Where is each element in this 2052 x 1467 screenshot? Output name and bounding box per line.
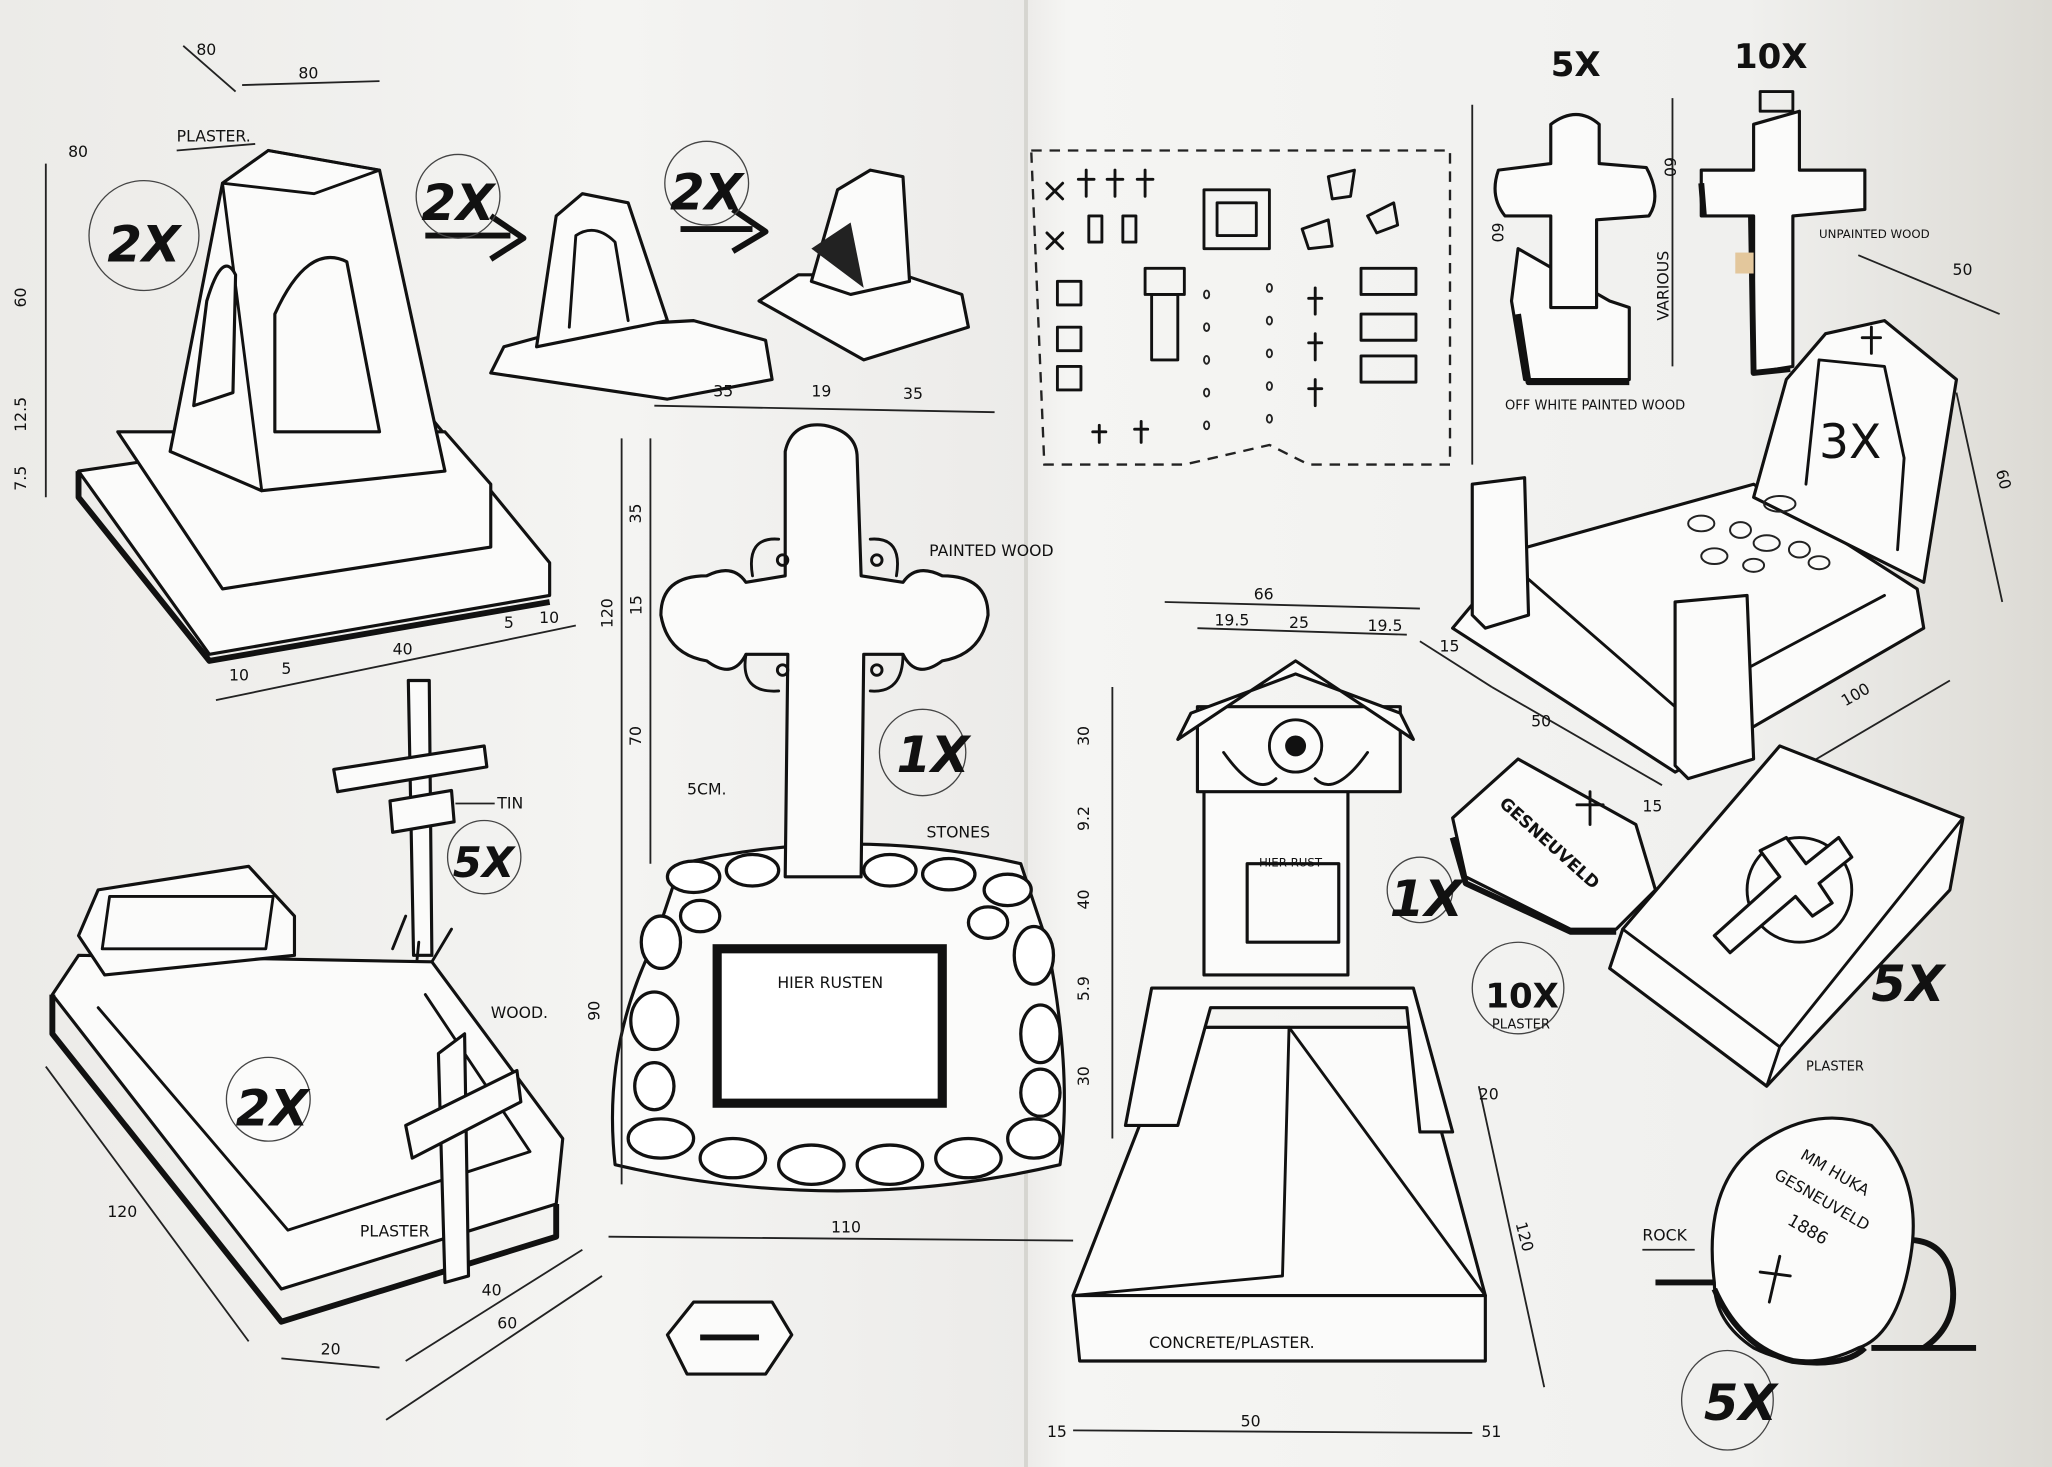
tin-label: TIN	[496, 794, 523, 813]
dim-unpainted-width: 50	[1953, 260, 1973, 279]
pillow-stone: GESNEUVELD 15 10X PLASTER	[1449, 757, 1662, 1035]
base-material: STONES	[927, 823, 991, 842]
painted-wood-cross: 5X VARIOUS 60 OFF WHITE PAINTED WOOD	[1493, 45, 1685, 414]
dim-bottom-2: 40	[393, 639, 413, 658]
dim-base-height: 90	[584, 1001, 603, 1021]
arrow-count-1: 2X	[421, 174, 497, 232]
dim-height: 60	[11, 288, 30, 308]
arrow-count-2: 2X	[670, 163, 746, 221]
obelisk-material: PLASTER.	[177, 126, 251, 145]
dim-ruin-0: 35	[713, 382, 733, 401]
house-count: 1X	[1390, 870, 1466, 928]
cross-count: 1X	[896, 726, 972, 784]
wood-label: WOOD.	[491, 1003, 548, 1022]
obelisk-monument: PLASTER. 2X 60 80 12.5 7.5 80 80 10 5 40…	[11, 40, 577, 702]
slab-material: PLASTER	[1806, 1059, 1864, 1074]
dim-house-h1: 9.2	[1074, 806, 1093, 831]
slab-count: 5X	[1871, 955, 1947, 1013]
obelisk-count: 2X	[107, 216, 183, 274]
dim-grave-cross: 40	[482, 1281, 502, 1300]
dim-house-length: 120	[1512, 1220, 1538, 1254]
dim-grave-width: 60	[497, 1313, 517, 1332]
dim-house-top: 66	[1254, 584, 1274, 603]
dim-step1: 12.5	[11, 397, 30, 432]
cross-thickness: 5CM.	[687, 779, 726, 798]
dim-ruin-1: 19	[811, 382, 831, 401]
dim-ruin-2: 35	[903, 384, 923, 403]
dim-cross-lower: 70	[626, 726, 645, 746]
dim-house-top-1: 25	[1289, 613, 1309, 632]
painted-cross-count: 5X	[1551, 45, 1601, 85]
grave-count: 2X	[236, 1079, 312, 1137]
stone-cross-monument: HIER RUSTEN PAINTED WOOD 1X STONES 5CM. …	[584, 423, 1074, 1376]
unpainted-wood-cross: 10X UNPAINTED WOOD 50	[1698, 37, 2000, 376]
dim-cross-top: 35	[626, 503, 645, 523]
house-plaque: HIER RUST	[1259, 855, 1323, 869]
tin-count: 5X	[453, 838, 516, 887]
unpainted-material: UNPAINTED WOOD	[1819, 227, 1930, 241]
dim-grave-base: 20	[321, 1339, 341, 1358]
cross-material: PAINTED WOOD	[929, 541, 1053, 560]
dim-house-b1: 50	[1241, 1411, 1261, 1430]
dim-bottom-4: 10	[539, 608, 559, 627]
pillow-count: 10X	[1485, 977, 1559, 1017]
various-label: VARIOUS	[1654, 251, 1673, 321]
dim-headstone-length: 100	[1838, 679, 1873, 710]
house-pillar-grave: HIER RUST 66 19.5 25 19.5 30 9.2 40 5.9 …	[1047, 584, 1546, 1441]
dim-house-h3: 5.9	[1074, 976, 1093, 1001]
dim-top-height: 80	[68, 142, 88, 161]
cemetery-layout-plan: 60	[1030, 104, 1507, 466]
dim-plan-height: 60	[1488, 222, 1507, 242]
dim-top-b: 80	[298, 64, 318, 83]
dim-top-a: 80	[196, 40, 216, 59]
rock-label: ROCK	[1642, 1226, 1687, 1245]
rock-count: 5X	[1704, 1374, 1780, 1432]
dim-house-b2: 51	[1481, 1422, 1501, 1441]
plaster-grave: WOOD. 2X PLASTER 120 40 60 20	[45, 864, 603, 1421]
dim-bottom-3: 5	[504, 613, 514, 632]
dim-pillow-side: 15	[1642, 796, 1662, 815]
dim-headstone-height: 60	[1992, 467, 2016, 491]
dim-house-h0: 30	[1074, 726, 1093, 746]
plaque-text: HIER RUSTEN	[777, 973, 883, 992]
pillow-material: PLASTER	[1492, 1018, 1550, 1033]
house-material: CONCRETE/PLASTER.	[1149, 1333, 1315, 1352]
dim-cross-total: 120	[597, 598, 616, 628]
dim-bottom-0: 10	[229, 665, 249, 684]
dim-headstone-width: 50	[1531, 711, 1551, 730]
flat-plaster-slab: 5X PLASTER	[1608, 744, 1965, 1088]
dim-painted-height: 60	[1661, 157, 1680, 177]
dim-base-width: 110	[831, 1218, 861, 1237]
dim-headstone-post: 15	[1440, 637, 1460, 656]
dim-house-b0: 15	[1047, 1422, 1067, 1441]
dim-house-h4: 30	[1074, 1066, 1093, 1086]
rock-marker: ROCK MM HUKA GESNEUVELD 1886 5X	[1642, 1116, 1977, 1451]
dim-step2: 7.5	[11, 466, 30, 491]
headstone-count: 3X	[1819, 415, 1881, 470]
weathering-sequence: 2X 2X 35 19 35	[415, 140, 995, 414]
dim-house-h2: 40	[1074, 890, 1093, 910]
unpainted-cross-count: 10X	[1734, 37, 1808, 77]
headstone-grave: 3X 60 15 50 100	[1419, 319, 2016, 813]
dim-grave-length: 120	[107, 1202, 137, 1221]
dim-house-top-2: 19.5	[1368, 616, 1403, 635]
dim-house-top-0: 19.5	[1214, 611, 1249, 630]
tin-cross: TIN 5X	[332, 678, 523, 970]
dim-cross-arm: 15	[626, 595, 645, 615]
dim-slab-height: 20	[1479, 1084, 1499, 1103]
painted-cross-material: OFF WHITE PAINTED WOOD	[1505, 399, 1685, 414]
dim-bottom-1: 5	[281, 659, 291, 678]
grave-material: PLASTER	[360, 1222, 430, 1241]
